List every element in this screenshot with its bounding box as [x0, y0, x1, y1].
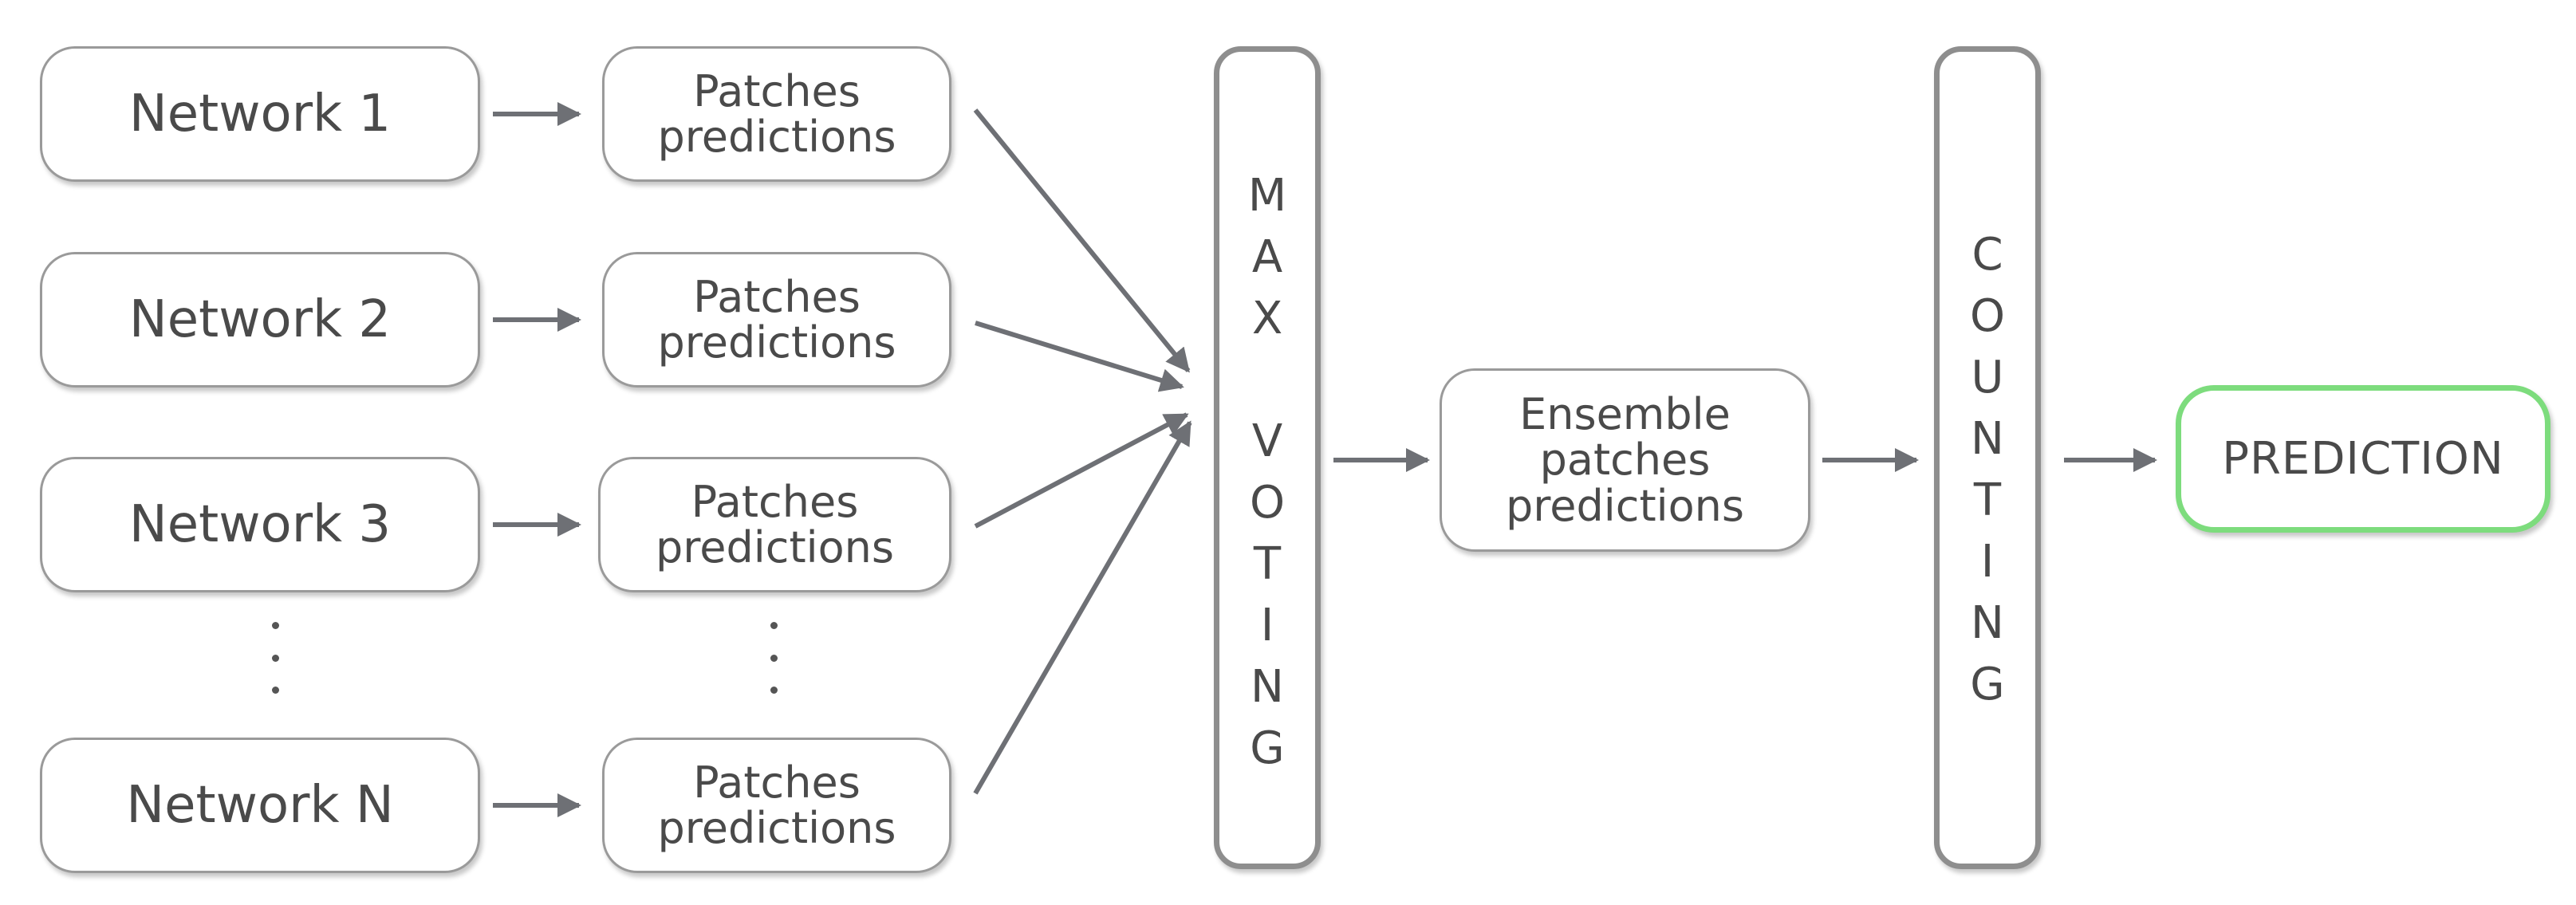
max-voting-letter: M: [1247, 170, 1287, 222]
arrow-patchesN-to-max-voting: [973, 420, 1192, 795]
prediction-label: PREDICTION: [2222, 433, 2504, 485]
network-2-label: Network 2: [128, 290, 392, 349]
counting-letter: U: [1971, 352, 2004, 403]
patches-predictions-n-line2: predictions: [657, 803, 896, 853]
max-voting-letter: G: [1250, 722, 1285, 774]
counting-letter: T: [1973, 474, 2002, 526]
patches-predictions-n-line1: Patches: [693, 757, 861, 808]
patches-predictions-2-line1: Patches: [693, 271, 861, 322]
ensemble-line2: patches: [1539, 435, 1711, 486]
counting-letter: C: [1971, 229, 2003, 281]
max-voting-letter: I: [1260, 600, 1274, 651]
max-voting-letter: V: [1251, 415, 1283, 467]
network-1-label: Network 1: [128, 85, 392, 144]
prediction-box: PREDICTION: [2176, 385, 2550, 533]
network-n-box: Network N: [40, 738, 480, 873]
patches-predictions-3-line1: Patches: [691, 476, 859, 527]
max-voting-letter: X: [1251, 293, 1283, 344]
ensemble-line1: Ensemble: [1519, 389, 1731, 440]
arrow-patches2-to-max-voting: [975, 321, 1184, 392]
max-voting-letter: A: [1251, 231, 1283, 283]
network-3-label: Network 3: [128, 495, 392, 554]
ensemble-patches-predictions-box: Ensemble patches predictions: [1440, 368, 1810, 552]
network-2-box: Network 2: [40, 252, 480, 388]
counting-letter: G: [1970, 659, 2005, 710]
max-voting-letter: T: [1253, 538, 1282, 590]
patches-ellipsis: [766, 622, 782, 694]
counting-letter: I: [1980, 536, 1995, 588]
max-voting-letter: O: [1249, 477, 1286, 529]
network-1-box: Network 1: [40, 46, 480, 182]
counting-block: C O U N T I N G: [1934, 46, 2041, 869]
ensemble-line3: predictions: [1505, 480, 1745, 531]
counting-letter: N: [1971, 597, 2004, 649]
arrow-patches1-to-max-voting: [973, 108, 1191, 373]
counting-letter: O: [1969, 290, 2006, 342]
network-n-label: Network N: [126, 776, 394, 835]
patches-predictions-3-line2: predictions: [655, 522, 895, 573]
max-voting-block: M A X V O T I N G: [1214, 46, 1321, 869]
patches-predictions-2-line2: predictions: [657, 317, 896, 368]
patches-predictions-1-line1: Patches: [693, 65, 861, 116]
counting-letter: N: [1971, 413, 2004, 465]
networks-ellipsis: [267, 622, 283, 694]
arrow-patches3-to-max-voting: [974, 412, 1189, 529]
max-voting-letter: N: [1251, 661, 1284, 713]
network-3-box: Network 3: [40, 457, 480, 592]
patches-predictions-1-line2: predictions: [657, 112, 896, 162]
